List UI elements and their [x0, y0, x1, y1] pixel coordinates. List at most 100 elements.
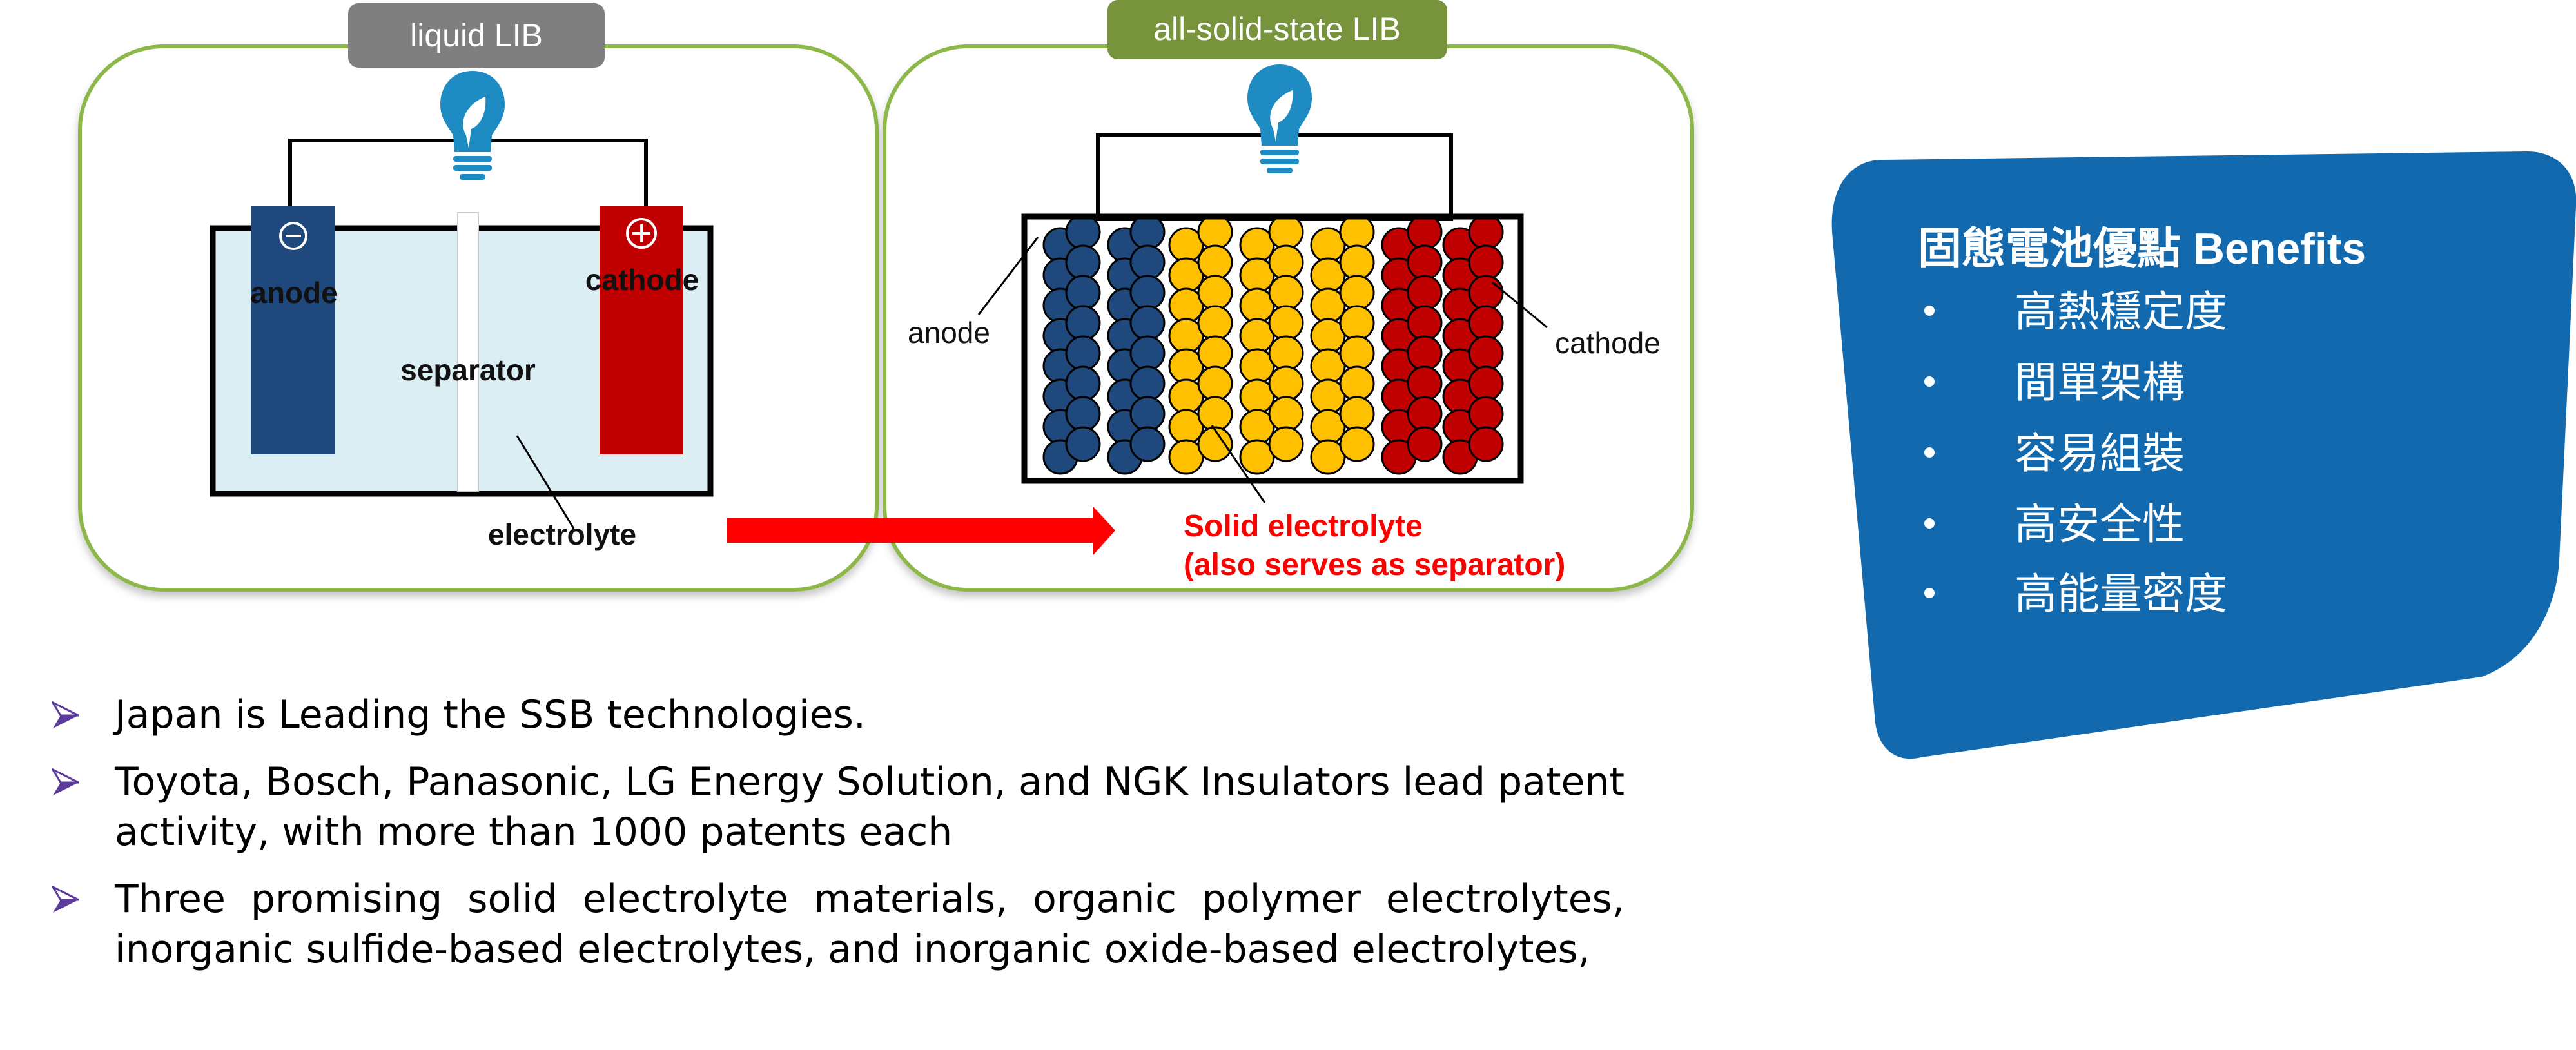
- benefit-item: 間單架構: [1924, 348, 2185, 410]
- particle: [1129, 275, 1166, 311]
- particle: [1407, 244, 1443, 280]
- bullet-dot-icon: [1924, 518, 1935, 529]
- particle: [1268, 426, 1304, 462]
- particle: [1129, 335, 1166, 371]
- arrowhead-bullet-icon: [52, 768, 79, 795]
- particle: [1268, 396, 1304, 432]
- bullet-list: Japan is Leading the SSB technologies. T…: [45, 690, 1625, 991]
- particle: [1468, 214, 1504, 250]
- particle: [1468, 396, 1504, 432]
- particle: [1129, 214, 1166, 250]
- minus-icon: [279, 222, 307, 250]
- particle: [1468, 426, 1504, 462]
- particle: [1197, 305, 1233, 341]
- bullet-dot-icon: [1924, 587, 1935, 598]
- particle: [1065, 275, 1101, 311]
- particle: [1468, 365, 1504, 402]
- particle: [1407, 335, 1443, 371]
- solid-electrolyte-note: (also serves as separator): [1184, 548, 1565, 582]
- svg-text:liquid LIB: liquid LIB: [410, 17, 543, 53]
- particle: [1339, 365, 1375, 402]
- benefits-panel: [1831, 151, 2576, 759]
- solid-lib-label: all-solid-state LIB: [1107, 0, 1447, 59]
- particle: [1197, 244, 1233, 280]
- liquid-lib-label: liquid LIB: [348, 3, 605, 68]
- particle: [1065, 305, 1101, 341]
- plus-icon: [626, 218, 657, 249]
- anode-label: anode: [250, 276, 337, 309]
- electrolyte-label: electrolyte: [488, 518, 636, 551]
- benefit-item: 容易組裝: [1924, 419, 2185, 481]
- particle: [1197, 426, 1233, 462]
- particle: [1407, 305, 1443, 341]
- bullet-item: Japan is Leading the SSB technologies.: [45, 690, 1625, 740]
- right-arrow-icon: [727, 506, 1115, 556]
- particle: [1268, 244, 1304, 280]
- particle: [1129, 396, 1166, 432]
- particle: [1168, 439, 1204, 475]
- benefit-item: 高熱穩定度: [1924, 277, 2227, 339]
- particle: [1339, 335, 1375, 371]
- particle: [1339, 275, 1375, 311]
- benefit-item: 高安全性: [1924, 490, 2185, 552]
- particle: [1268, 275, 1304, 311]
- particle: [1197, 335, 1233, 371]
- bullet-item: Three promising solid electrolyte materi…: [45, 874, 1625, 975]
- particle: [1407, 396, 1443, 432]
- cathode-label: cathode: [585, 263, 699, 297]
- particle: [1065, 396, 1101, 432]
- particle: [1268, 365, 1304, 402]
- particle: [1197, 365, 1233, 402]
- bullet-dot-icon: [1924, 447, 1935, 458]
- particle: [1065, 214, 1101, 250]
- cathode-electrode: [600, 206, 683, 454]
- particle: [1339, 244, 1375, 280]
- solid-cathode-label: cathode: [1555, 326, 1661, 360]
- particle: [1065, 244, 1101, 280]
- particle: [1339, 214, 1375, 250]
- particle: [1407, 426, 1443, 462]
- particle: [1197, 275, 1233, 311]
- svg-text:all-solid-state LIB: all-solid-state LIB: [1153, 11, 1401, 47]
- particle: [1129, 305, 1166, 341]
- particle: [1339, 426, 1375, 462]
- particle: [1065, 365, 1101, 402]
- bullet-item: Toyota, Bosch, Panasonic, LG Energy Solu…: [45, 757, 1625, 857]
- battery-comparison-diagram: liquid LIB all-solid-state LIB anode cat…: [78, 0, 1694, 592]
- particle: [1268, 305, 1304, 341]
- lightbulb-leaf-icon: [1247, 64, 1312, 173]
- separator-plate: [457, 212, 479, 492]
- solid-cell-container: [1021, 213, 1524, 484]
- cathode-pointer: [1492, 281, 1548, 329]
- particle: [1339, 305, 1375, 341]
- electrolyte-pointer: [516, 435, 575, 529]
- particle: [1468, 244, 1504, 280]
- particle: [1268, 335, 1304, 371]
- separator-label: separator: [400, 353, 536, 387]
- particle: [1065, 426, 1101, 462]
- bullet-dot-icon: [1924, 305, 1935, 316]
- particle: [1468, 305, 1504, 341]
- particle: [1310, 439, 1346, 475]
- solid-anode-label: anode: [908, 316, 990, 349]
- particle: [1468, 335, 1504, 371]
- particle: [1065, 335, 1101, 371]
- particle: [1197, 214, 1233, 250]
- anode-electrode: [251, 206, 335, 454]
- solid-electrolyte-label: Solid electrolyte: [1184, 509, 1423, 543]
- particle: [1129, 426, 1166, 462]
- particle: [1129, 365, 1166, 402]
- particle-layer: [1042, 214, 1504, 475]
- arrowhead-bullet-icon: [52, 886, 79, 913]
- anode-pointer: [977, 237, 1039, 315]
- particle: [1129, 244, 1166, 280]
- bullet-dot-icon: [1924, 376, 1935, 387]
- benefit-item: 高能量密度: [1924, 559, 2227, 621]
- particle: [1407, 365, 1443, 402]
- lightbulb-leaf-icon: [440, 71, 505, 180]
- particle: [1197, 396, 1233, 432]
- particle: [1468, 275, 1504, 311]
- particle: [1407, 275, 1443, 311]
- particle: [1268, 214, 1304, 250]
- particle: [1339, 396, 1375, 432]
